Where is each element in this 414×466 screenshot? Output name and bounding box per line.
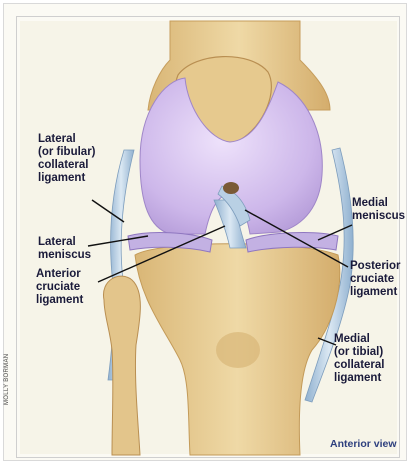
label-line: Anterior xyxy=(36,268,83,281)
label-line: Medial xyxy=(352,197,405,210)
illustrator-credit: MOLLY BORMAN xyxy=(4,354,10,405)
label-posterior-cruciate: Posterior cruciate ligament xyxy=(350,260,401,299)
view-label: Anterior view xyxy=(330,438,397,450)
label-line: (or tibial) xyxy=(334,346,385,359)
label-medial-collateral: Medial (or tibial) collateral ligament xyxy=(334,333,385,385)
label-line: Posterior xyxy=(350,260,401,273)
tibial-tuberosity xyxy=(216,332,260,368)
fibula xyxy=(103,276,140,455)
label-line: cruciate xyxy=(350,273,401,286)
label-line: collateral xyxy=(334,359,385,372)
label-line: ligament xyxy=(36,294,83,307)
label-anterior-cruciate: Anterior cruciate ligament xyxy=(36,268,83,307)
label-lateral-meniscus: Lateral meniscus xyxy=(38,236,91,262)
label-line: ligament xyxy=(350,286,401,299)
label-line: meniscus xyxy=(352,210,405,223)
label-medial-meniscus: Medial meniscus xyxy=(352,197,405,223)
label-line: meniscus xyxy=(38,249,91,262)
label-line: ligament xyxy=(334,372,385,385)
label-line: ligament xyxy=(38,172,96,185)
label-line: Lateral xyxy=(38,133,96,146)
label-line: collateral xyxy=(38,159,96,172)
label-lateral-collateral: Lateral (or fibular) collateral ligament xyxy=(38,133,96,185)
label-line: Medial xyxy=(334,333,385,346)
intercondylar-notch xyxy=(223,182,239,194)
label-line: (or fibular) xyxy=(38,146,96,159)
label-line: Lateral xyxy=(38,236,91,249)
label-line: cruciate xyxy=(36,281,83,294)
